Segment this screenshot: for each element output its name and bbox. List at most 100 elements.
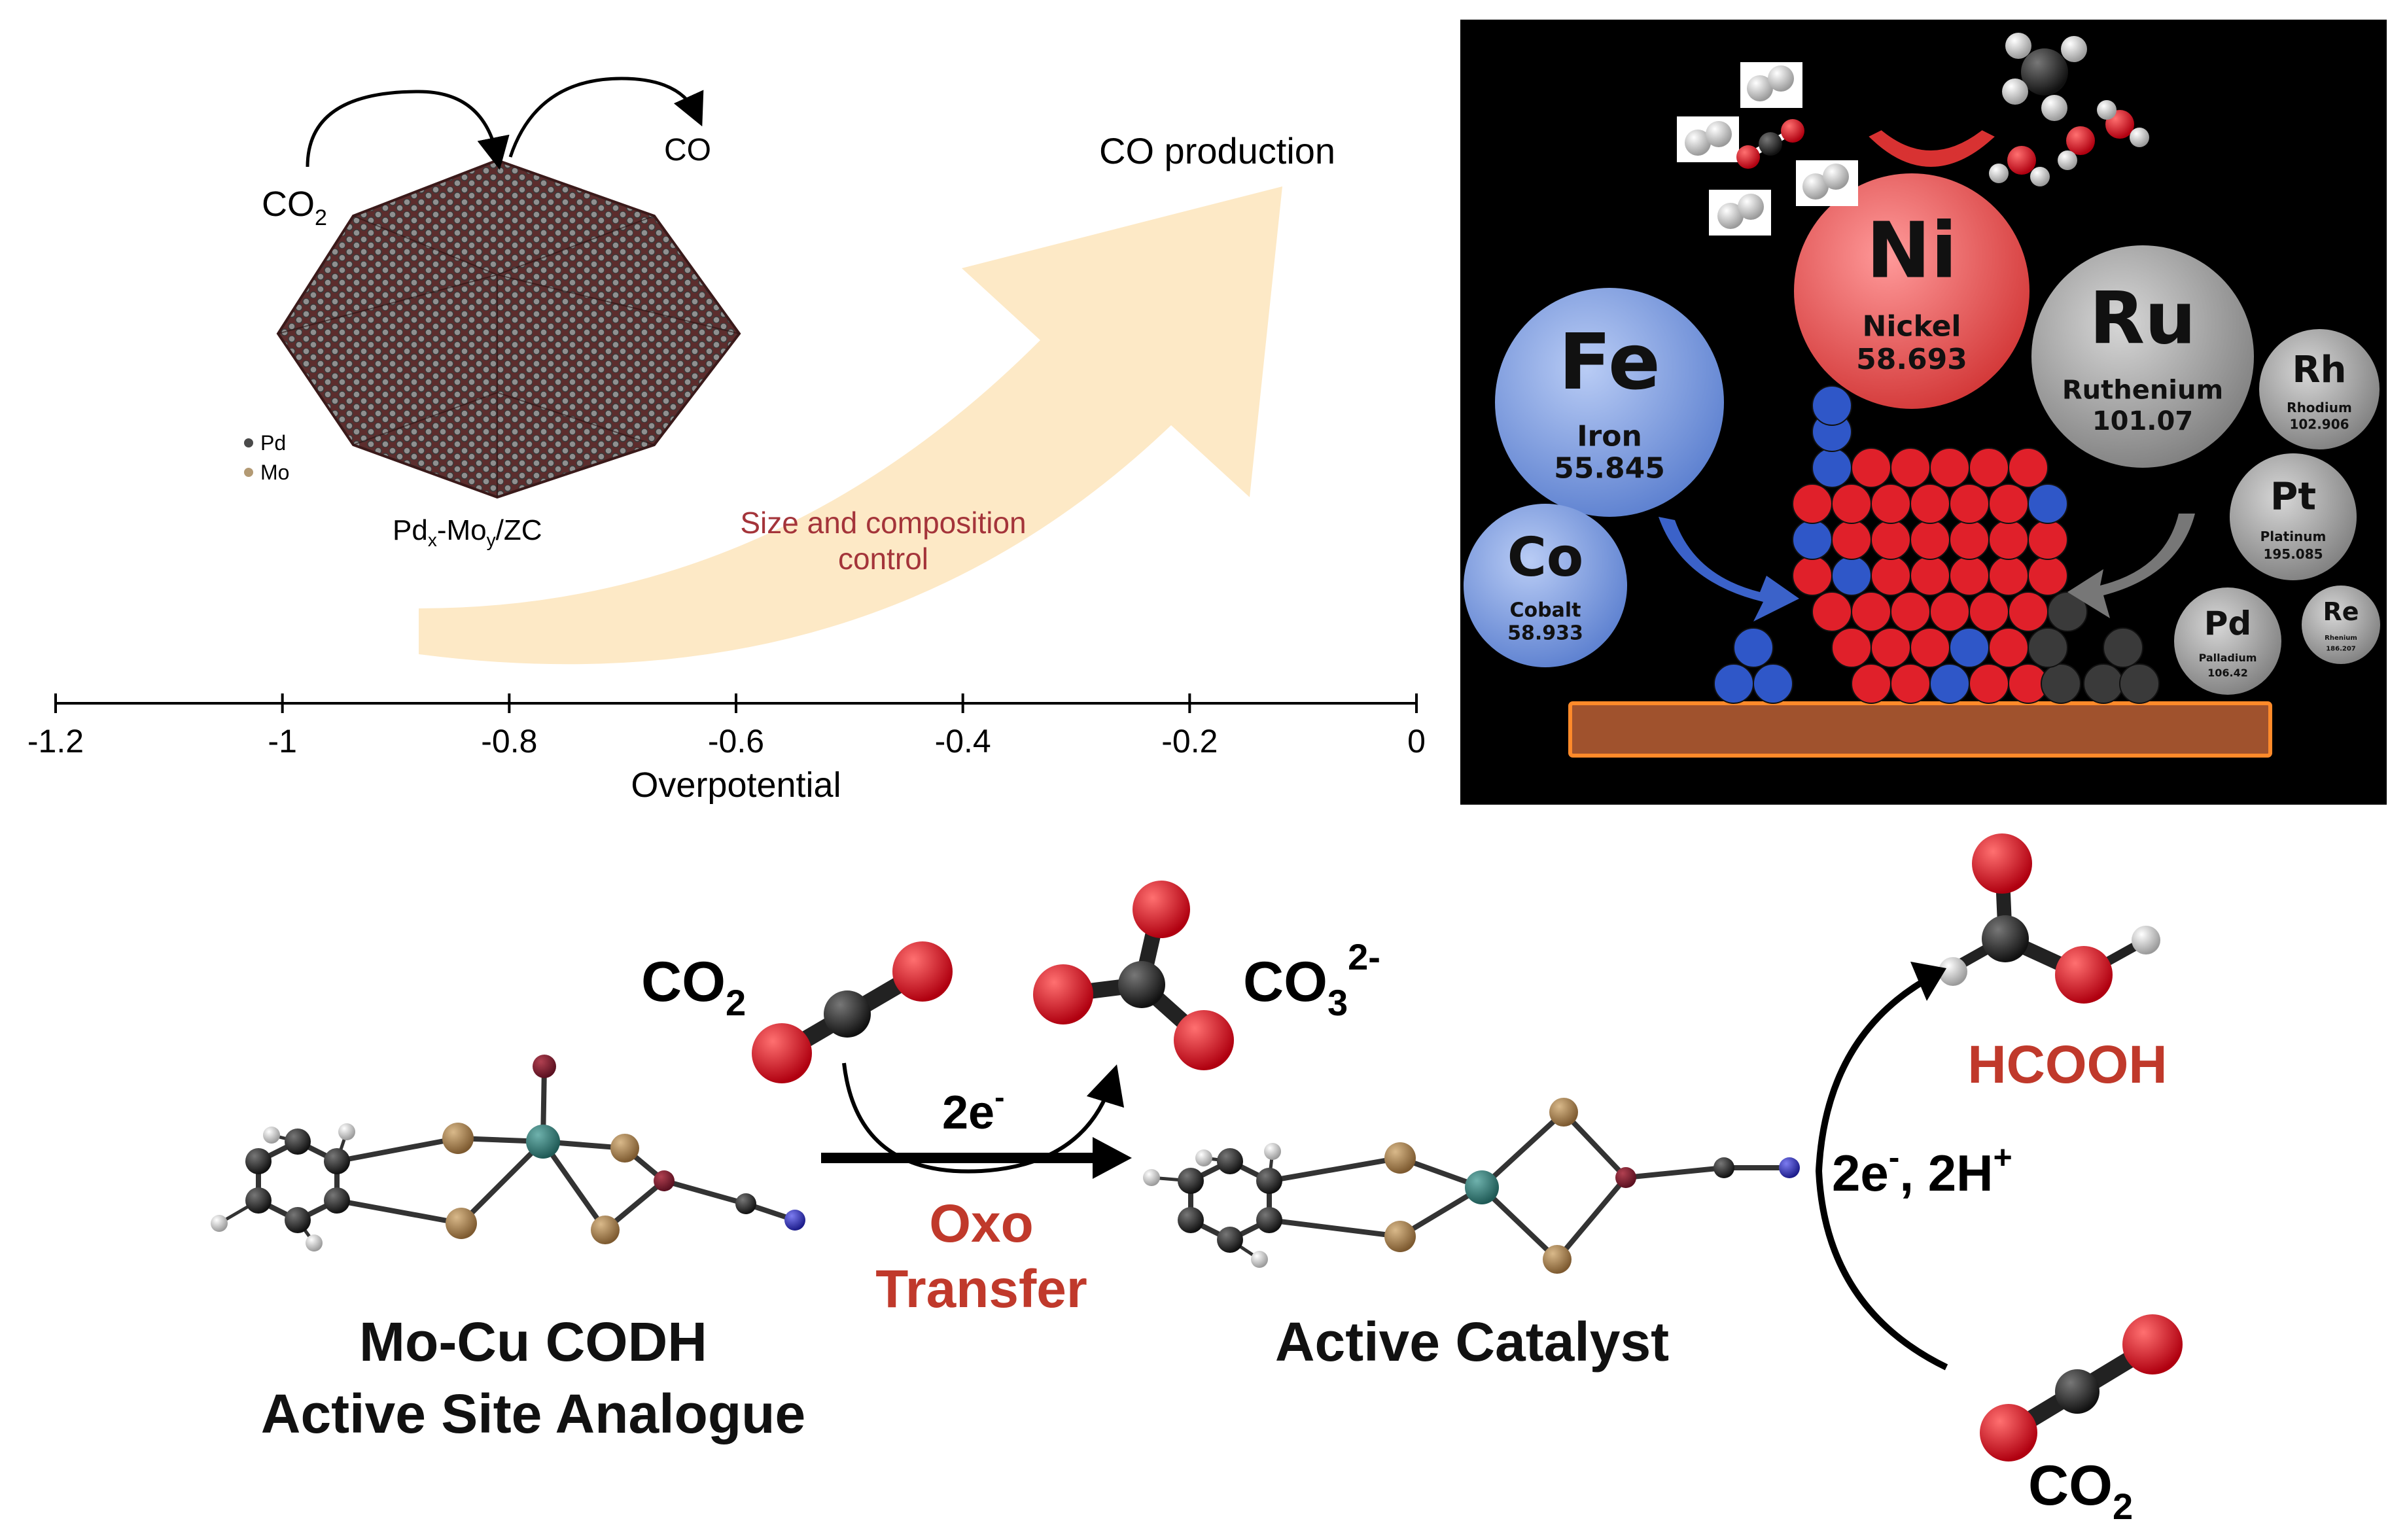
- atom: [1195, 1149, 1212, 1166]
- pile-atom: [1871, 483, 1911, 524]
- pile-atom: [2028, 483, 2068, 524]
- bond: [1555, 1176, 1628, 1261]
- bond: [1269, 1155, 1401, 1183]
- element-bubble-fe: [1495, 288, 1724, 517]
- element-bubble-co: [1464, 504, 1627, 667]
- reduction-label: 2e-, 2H+: [1832, 1139, 2012, 1202]
- element-bubble-pt: [2230, 453, 2357, 580]
- element-bubble-re: [2302, 586, 2380, 664]
- atom: [1256, 1168, 1282, 1194]
- pile-atom: [1831, 627, 1872, 668]
- pile-atom: [1713, 663, 1754, 704]
- atom: [306, 1234, 323, 1251]
- pile-atom: [1910, 519, 1950, 560]
- bond: [1562, 1110, 1628, 1180]
- co2-left-label: CO2: [641, 951, 746, 1023]
- atom: [324, 1187, 350, 1214]
- pile-atom: [2103, 627, 2143, 668]
- legend-mo-dot: [244, 468, 253, 477]
- active-catalyst-molecule: [1143, 1098, 1800, 1274]
- atom: [1217, 1148, 1243, 1174]
- pile-atom: [1792, 519, 1833, 560]
- panel-a: CO2 CO CO production Pd Mo Pdx-Moy/ZC Si…: [27, 77, 1426, 805]
- bond: [540, 1140, 608, 1232]
- element-bubble-ru: [2031, 245, 2254, 468]
- element-mass: 106.42: [2207, 667, 2248, 679]
- big-arrow: [419, 186, 1282, 665]
- atom: [1779, 1157, 1800, 1178]
- atom: [1465, 1170, 1499, 1204]
- atom: [1264, 1143, 1281, 1160]
- atom: [338, 1123, 355, 1140]
- atom: [1384, 1221, 1416, 1252]
- atom: [735, 1193, 756, 1214]
- element-mass: 195.085: [2263, 546, 2323, 562]
- co2-adsorb-arrow: [306, 90, 510, 170]
- pile-atom: [2028, 555, 2068, 596]
- co3-label: CO32-: [1243, 936, 1380, 1023]
- pile-atom: [2041, 663, 2081, 704]
- element-mass: 58.693: [1856, 343, 1967, 376]
- co2-right-label: CO2: [2028, 1454, 2133, 1527]
- pile-atom: [1949, 519, 1990, 560]
- element-symbol: Pt: [2270, 474, 2316, 518]
- element-name: Nickel: [1863, 309, 1961, 343]
- electron-arc-arrow: [842, 1062, 1125, 1174]
- bond: [459, 1140, 545, 1225]
- hcooh-curve-arrowhead: [1910, 962, 1946, 1001]
- element-bubble-ni: [1794, 173, 2029, 409]
- element-mass: 102.906: [2289, 417, 2349, 432]
- reaction-arrowhead: [1093, 1137, 1132, 1179]
- nanoparticle: [276, 158, 741, 499]
- atom: [654, 1170, 675, 1191]
- element-symbol: Co: [1507, 527, 1584, 589]
- pile-atom: [1831, 519, 1872, 560]
- bond: [1480, 1110, 1566, 1189]
- x-tick-label: -1: [268, 723, 296, 760]
- x-tick-label: -1.2: [27, 723, 84, 760]
- atom: [1256, 1207, 1282, 1233]
- atom: [442, 1123, 474, 1154]
- bond: [336, 1198, 462, 1226]
- atom: [1713, 1157, 1734, 1178]
- pile-atom: [2083, 663, 2124, 704]
- pile-atom: [2008, 591, 2048, 632]
- atom: [1178, 1168, 1204, 1194]
- x-tick-label: -0.6: [708, 723, 764, 760]
- analogue-label-1: Mo-Cu CODH: [359, 1311, 707, 1373]
- panel-c: CO2 CO32- 2e- Oxo Transfer Mo-Cu CODH Ac…: [211, 833, 2183, 1527]
- element-name: Rhenium: [2325, 635, 2357, 642]
- element-name: Platinum: [2260, 529, 2327, 544]
- nanoparticle-label: Pdx-Moy/ZC: [393, 514, 542, 550]
- atom: [1615, 1167, 1636, 1188]
- hcooh-molecule: [1939, 833, 2160, 1004]
- pile-atom: [1910, 483, 1950, 524]
- grey-curve-arrow: [2067, 514, 2195, 618]
- oxo-label-1: Oxo: [929, 1194, 1033, 1253]
- element-symbol: Ni: [1866, 205, 1957, 295]
- substrate: [1568, 701, 2272, 758]
- x-tick-label: -0.2: [1161, 723, 1218, 760]
- atom: [1251, 1251, 1268, 1268]
- atom: [285, 1129, 311, 1155]
- atom: [784, 1210, 805, 1231]
- co-release-arrow: [508, 77, 704, 158]
- element-mass: 58.933: [1507, 622, 1583, 645]
- analogue-molecule: [211, 1055, 805, 1251]
- legend-mo: Mo: [260, 461, 289, 484]
- element-symbol: Pd: [2204, 604, 2251, 642]
- pile-atom: [1812, 447, 1852, 488]
- pile-atom: [1812, 591, 1852, 632]
- pile-atom: [1733, 627, 1774, 668]
- co2-molecule-left: [752, 941, 953, 1083]
- element-name: Cobalt: [1510, 599, 1581, 622]
- atom: [446, 1208, 477, 1239]
- electrons-label: 2e-: [942, 1080, 1004, 1139]
- atom: [245, 1187, 272, 1214]
- co-label: CO: [664, 133, 711, 167]
- pile-atom: [1969, 591, 2009, 632]
- atom: [526, 1125, 560, 1159]
- atom: [1549, 1098, 1578, 1127]
- atom: [533, 1055, 556, 1078]
- pile-atom: [1988, 519, 2029, 560]
